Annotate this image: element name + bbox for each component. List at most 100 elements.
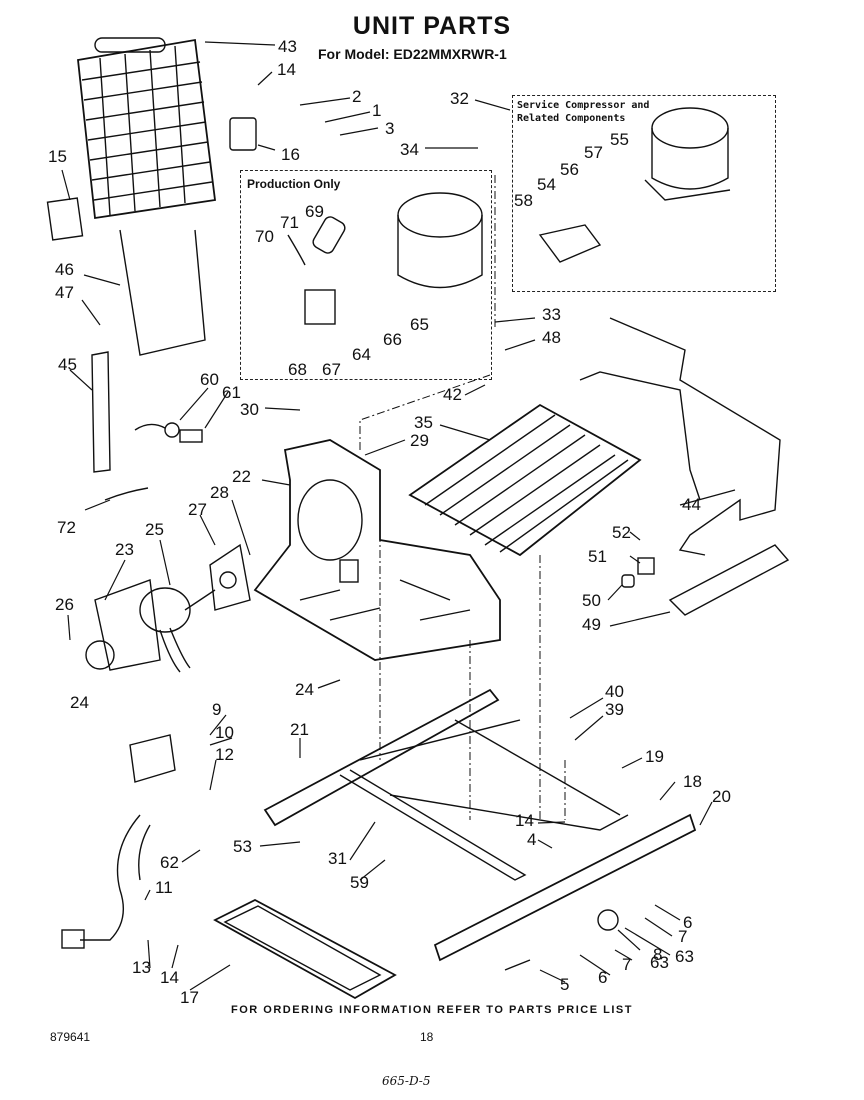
callout-label-42: 42 xyxy=(443,385,462,404)
condenser-coil-drawing xyxy=(77,37,217,220)
callout-label-1: 1 xyxy=(372,101,381,120)
callout-label-45: 45 xyxy=(58,355,77,374)
part-11-cord-drawing xyxy=(80,814,151,941)
document-number: 879641 xyxy=(50,1030,91,1044)
callout-label-67: 67 xyxy=(322,360,341,379)
callout-label-3: 3 xyxy=(385,119,394,138)
callout-label-39: 39 xyxy=(605,700,624,719)
callout-label-24: 24 xyxy=(295,680,314,699)
callout-label-61: 61 xyxy=(222,383,241,402)
callout-label-57: 57 xyxy=(584,143,603,162)
part-61-drawing xyxy=(179,429,203,443)
frame-rails-drawing xyxy=(263,688,697,962)
callout-label-16: 16 xyxy=(281,145,300,164)
part-60-sensor-drawing xyxy=(164,422,180,438)
part-49-drawing xyxy=(668,544,790,616)
callout-label-24: 24 xyxy=(70,693,89,712)
callout-label-54: 54 xyxy=(537,175,556,194)
callout-label-63: 63 xyxy=(650,953,669,972)
callout-label-35: 35 xyxy=(414,413,433,432)
callout-label-15: 15 xyxy=(48,147,67,166)
ordering-note: FOR ORDERING INFORMATION REFER TO PARTS … xyxy=(231,1004,633,1016)
callout-label-10: 10 xyxy=(215,723,234,742)
part-15-drawing xyxy=(46,197,84,241)
callout-label-71: 71 xyxy=(280,213,299,232)
part-17-drain-pan-drawing xyxy=(213,898,397,1000)
callout-label-21: 21 xyxy=(290,720,309,739)
service-compressor-label-line2: Related Components xyxy=(517,113,626,124)
service-compressor-label-line1: Service Compressor and xyxy=(517,100,650,111)
model-line: For Model: ED22MMXRWR-1 xyxy=(318,46,507,62)
part-44-tubing-drawing xyxy=(609,317,781,556)
production-only-box xyxy=(240,170,492,380)
callout-label-50: 50 xyxy=(582,591,601,610)
part-63-valve-drawing xyxy=(597,909,619,931)
callout-label-48: 48 xyxy=(542,328,561,347)
callout-label-6: 6 xyxy=(683,913,692,932)
callout-label-4: 4 xyxy=(527,830,536,849)
part-9-drawing xyxy=(129,734,176,783)
callout-label-44: 44 xyxy=(682,495,701,514)
base-plate-drawing xyxy=(253,439,501,661)
callout-label-51: 51 xyxy=(588,547,607,566)
callout-label-33: 33 xyxy=(542,305,561,324)
callout-label-53: 53 xyxy=(233,837,252,856)
fan-motor-assembly-drawing xyxy=(85,543,251,673)
handwritten-note: 665-D-5 xyxy=(382,1074,431,1088)
part-72-wire-drawing xyxy=(104,487,149,501)
callout-label-19: 19 xyxy=(645,747,664,766)
callout-label-13: 13 xyxy=(132,958,151,977)
service-compressor-box xyxy=(512,95,776,292)
callout-label-60: 60 xyxy=(200,370,219,389)
page-title: UNIT PARTS xyxy=(352,12,512,40)
callout-label-29: 29 xyxy=(410,431,429,450)
callout-label-66: 66 xyxy=(383,330,402,349)
callout-label-7: 7 xyxy=(622,955,631,974)
callout-label-72: 72 xyxy=(57,518,76,537)
part-16-drawing xyxy=(229,117,257,151)
part-51-drawing xyxy=(637,557,655,575)
callout-label-9: 9 xyxy=(212,700,221,719)
callout-label-22: 22 xyxy=(232,467,251,486)
callout-label-25: 25 xyxy=(145,520,164,539)
callout-label-69: 69 xyxy=(305,202,324,221)
callout-label-52: 52 xyxy=(612,523,631,542)
callout-label-46: 46 xyxy=(55,260,74,279)
callout-label-31: 31 xyxy=(328,849,347,868)
callout-label-5: 5 xyxy=(560,975,569,994)
callout-label-63: 63 xyxy=(675,947,694,966)
callout-label-6: 6 xyxy=(598,968,607,987)
service-compressor-drawing xyxy=(538,107,731,263)
callout-label-65: 65 xyxy=(410,315,429,334)
callout-label-17: 17 xyxy=(180,988,199,1007)
evaporator-coil-drawing xyxy=(408,403,642,557)
callout-label-8: 8 xyxy=(653,945,662,964)
callout-label-7: 7 xyxy=(678,927,687,946)
callout-label-55: 55 xyxy=(610,130,629,149)
callout-label-40: 40 xyxy=(605,682,624,701)
part-5-spring-drawing xyxy=(504,959,531,971)
part-46-wire-drawing xyxy=(119,229,206,356)
callout-label-23: 23 xyxy=(115,540,134,559)
production-only-label: Production Only xyxy=(247,177,341,191)
part-45-strip-drawing xyxy=(91,351,111,473)
callout-label-14: 14 xyxy=(160,968,179,987)
callout-label-26: 26 xyxy=(55,595,74,614)
compressor-drawing xyxy=(287,192,483,325)
callout-label-68: 68 xyxy=(288,360,307,379)
callout-label-28: 28 xyxy=(210,483,229,502)
callout-label-14: 14 xyxy=(277,60,296,79)
callout-label-2: 2 xyxy=(352,87,361,106)
callout-label-49: 49 xyxy=(582,615,601,634)
callout-label-62: 62 xyxy=(160,853,179,872)
part-50-drawing xyxy=(621,574,635,588)
callout-label-58: 58 xyxy=(514,191,533,210)
callout-labels: 4314213161532345557565458707169656664676… xyxy=(48,37,731,1007)
callout-label-43: 43 xyxy=(278,37,297,56)
callout-label-12: 12 xyxy=(215,745,234,764)
callout-label-14: 14 xyxy=(515,811,534,830)
callout-label-70: 70 xyxy=(255,227,274,246)
callout-label-34: 34 xyxy=(400,140,419,159)
callout-label-59: 59 xyxy=(350,873,369,892)
callout-label-20: 20 xyxy=(712,787,731,806)
